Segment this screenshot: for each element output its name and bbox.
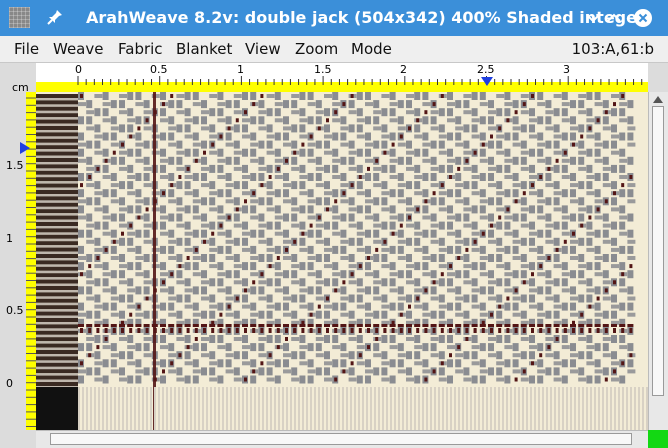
- vertical-scroll-thumb[interactable]: [652, 106, 664, 396]
- vertical-scrollbar[interactable]: [648, 92, 668, 430]
- close-icon[interactable]: [633, 8, 653, 28]
- h-tick-label-4: 2: [400, 63, 407, 76]
- menu-fabric[interactable]: Fabric: [118, 40, 163, 58]
- v-tick-label-0: 1.5: [6, 159, 24, 172]
- app-icon[interactable]: [9, 7, 30, 28]
- scroll-corner: [0, 430, 36, 448]
- menu-blanket[interactable]: Blanket: [176, 40, 233, 58]
- ruler-band: [26, 92, 36, 430]
- h-tick-label-2: 1: [237, 63, 244, 76]
- menu-file[interactable]: File: [14, 40, 40, 58]
- status-readout: 103:A,61:b: [571, 40, 654, 58]
- horizontal-ruler[interactable]: 0 0.5 1 1.5 2 2.5 3: [36, 63, 648, 92]
- h-tick-label-6: 3: [563, 63, 570, 76]
- fabric-canvas[interactable]: [36, 92, 648, 430]
- vertical-ruler[interactable]: 1.5 1 0.5 0: [0, 92, 36, 430]
- horizontal-scrollbar[interactable]: [36, 430, 648, 448]
- warp-marker-icon[interactable]: [481, 77, 493, 86]
- h-tick-label-1: 0.5: [150, 63, 168, 76]
- v-tick-label-2: 0.5: [6, 304, 24, 317]
- menu-weave[interactable]: Weave: [53, 40, 104, 58]
- menu-mode[interactable]: Mode: [351, 40, 392, 58]
- h-tick-label-5: 2.5: [477, 63, 495, 76]
- v-tick-label-3: 0: [6, 377, 13, 390]
- color-indicator[interactable]: [648, 430, 668, 448]
- horizontal-scroll-thumb[interactable]: [50, 433, 632, 445]
- pin-icon[interactable]: [46, 8, 64, 26]
- menu-view[interactable]: View: [245, 40, 281, 58]
- h-tick-label-0: 0: [75, 63, 82, 76]
- menu-zoom[interactable]: Zoom: [295, 40, 339, 58]
- title-bar: ArahWeave 8.2v: double jack (504x342) 40…: [0, 0, 668, 36]
- maximize-icon[interactable]: [604, 8, 624, 28]
- window-title: ArahWeave 8.2v: double jack (504x342) 40…: [86, 8, 645, 27]
- minimize-icon[interactable]: [583, 8, 603, 28]
- ruler-unit-label: cm: [12, 81, 29, 94]
- menu-bar: File Weave Fabric Blanket View Zoom Mode…: [0, 36, 668, 63]
- fabric-simulation: [36, 92, 648, 430]
- ruler-corner: cm: [0, 63, 36, 94]
- v-tick-label-1: 1: [6, 232, 13, 245]
- ruler-ticks: [77, 76, 643, 85]
- scroll-up-icon[interactable]: [653, 95, 663, 103]
- ruler-band: [36, 82, 648, 92]
- ruler-ticks: [26, 97, 36, 427]
- weft-marker-icon[interactable]: [20, 142, 30, 154]
- h-tick-label-3: 1.5: [314, 63, 332, 76]
